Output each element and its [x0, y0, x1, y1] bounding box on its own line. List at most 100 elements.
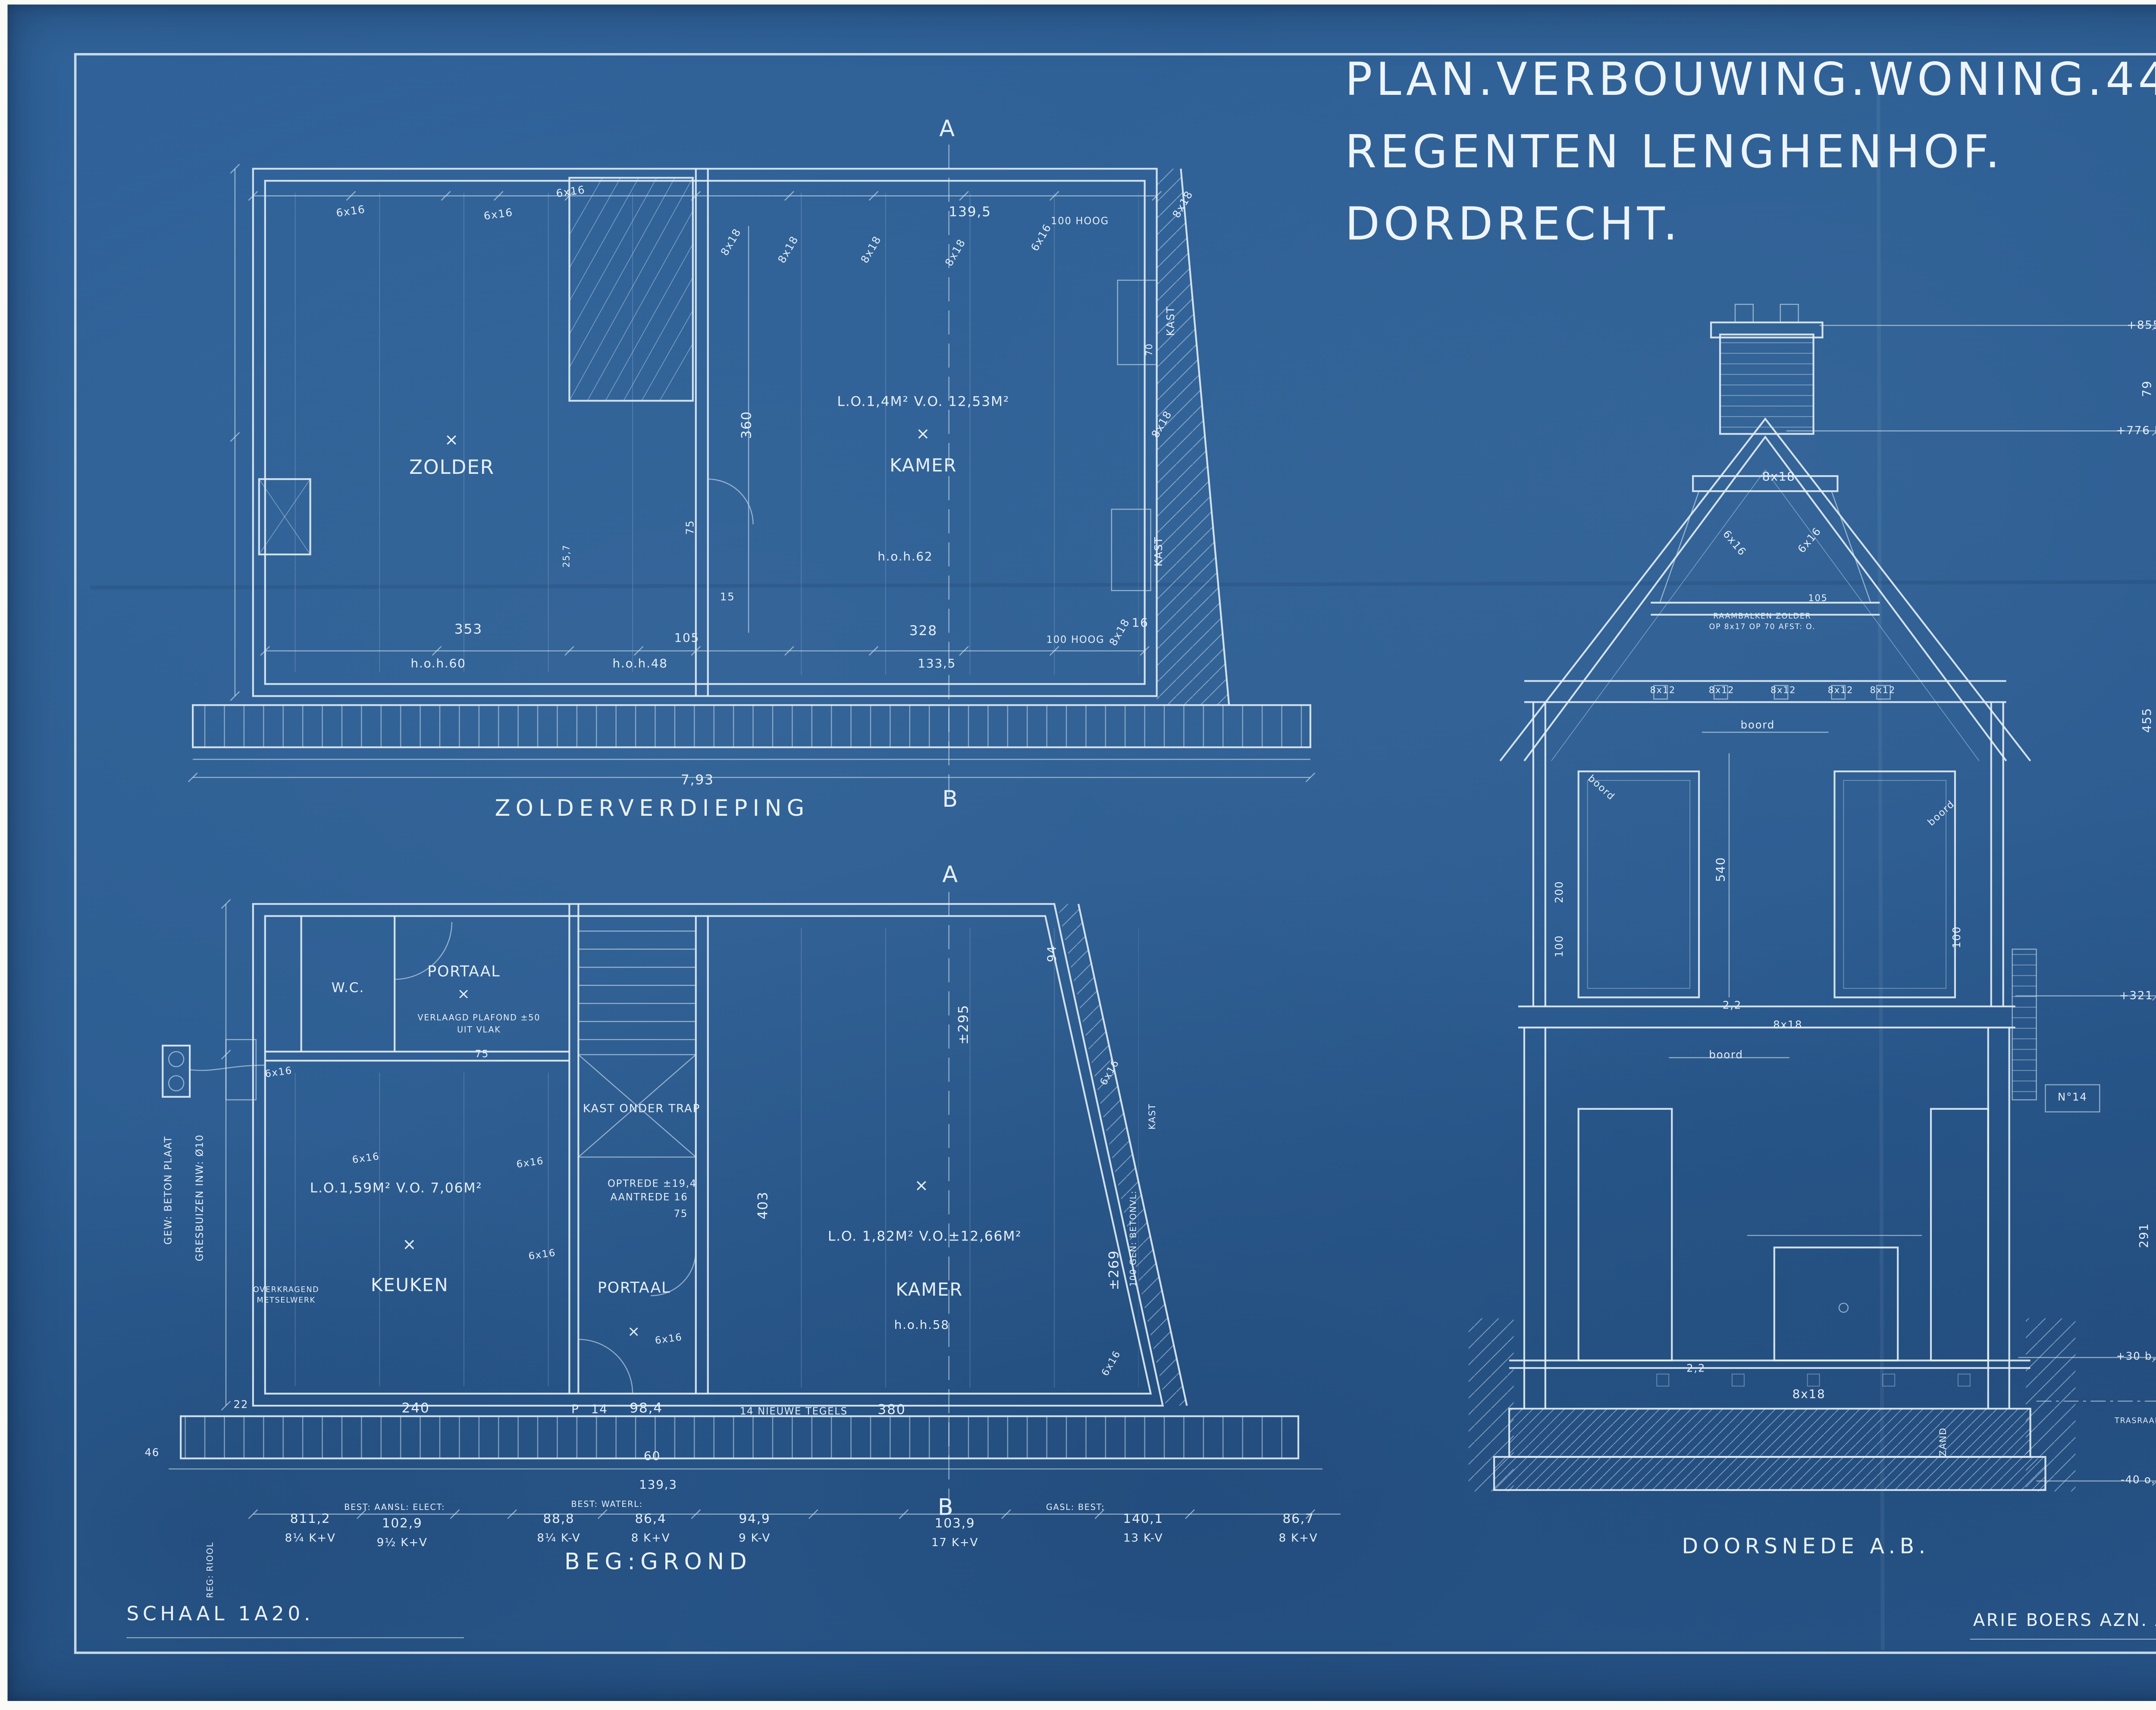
ground-label: OPTREDE ±19,4	[608, 1178, 697, 1190]
attic-label: KAST	[1165, 306, 1177, 336]
section-label: +321 b.k.vloer	[2119, 989, 2156, 1002]
room-label-keuken: KEUKEN	[370, 1275, 449, 1296]
overall-dimension: 7,93	[680, 774, 714, 789]
attic-label: ×	[444, 430, 459, 450]
attic-label: ×	[916, 424, 931, 444]
section-label: +776 b.k. nok	[2116, 423, 2156, 438]
attic-label: h.o.h.62	[877, 550, 933, 564]
room-label-portaal-top: PORTAAL	[427, 964, 501, 981]
ground-label: 102,9	[382, 1516, 423, 1532]
ground-label: P	[571, 1403, 580, 1416]
ground-label: 94,9	[739, 1512, 771, 1528]
attic-label: 105	[674, 631, 700, 645]
caption-attic-plan: ZOLDERVERDIEPING	[495, 795, 810, 822]
title-line-2: REGENTEN LENGHENHOF.	[1345, 126, 2004, 179]
section-label: 8x18	[1773, 1019, 1803, 1031]
section-label: boord	[1709, 1049, 1743, 1062]
ground-label: KAST	[1147, 1103, 1159, 1130]
ground-label: GRESBUIZEN INW: Ø10	[194, 1134, 206, 1262]
room-label-zolder: ZOLDER	[409, 457, 495, 480]
ground-label: BEST: AANSL: ELECT:	[344, 1504, 445, 1513]
section-label: 8x12	[1770, 685, 1796, 696]
ground-label: BEST: WATERL:	[571, 1501, 643, 1510]
ground-label: h.o.h.58	[894, 1318, 950, 1332]
ground-label: 403	[757, 1191, 772, 1220]
ground-label: 86,7	[1282, 1512, 1314, 1528]
title-line-3: DORDRECHT.	[1345, 199, 1682, 252]
ground-label: 9½ K+V	[376, 1535, 428, 1550]
section-label: 79	[2140, 380, 2154, 398]
ground-label: 8 K+V	[1279, 1531, 1318, 1545]
ground-label: UIT VLAK	[457, 1026, 501, 1036]
ground-label: 75	[674, 1208, 688, 1220]
ground-label: 9 K-V	[738, 1531, 771, 1545]
section-label: +855 b.k. schoorst:	[2127, 318, 2156, 332]
section-label: 8x12	[1650, 685, 1676, 696]
section-label: N°14	[2058, 1091, 2087, 1104]
section-label: 291	[2137, 1223, 2151, 1248]
ground-label: ×	[457, 987, 471, 1004]
attic-label: 75	[684, 520, 697, 535]
attic-label: 139,5	[949, 205, 991, 221]
ground-label: 140,1	[1123, 1512, 1164, 1528]
ground-label: GASL: BEST:	[1046, 1504, 1105, 1513]
ground-label: 14	[591, 1403, 608, 1416]
ground-label: 88,8	[543, 1512, 575, 1528]
attic-label: h.o.h.48	[612, 657, 668, 670]
caption-section: DOORSNEDE A.B.	[1682, 1535, 1930, 1560]
section-marker-b: B	[942, 786, 959, 813]
section-label: RAAMBALKEN ZOLDER	[1713, 612, 1811, 622]
ground-label: 8¼ K-V	[537, 1531, 581, 1545]
section-label: 540	[1714, 856, 1728, 882]
ground-label: 75	[475, 1048, 489, 1061]
area-label: L.O.1,4M² V.O. 12,53M²	[837, 395, 1010, 411]
attic-label: 328	[909, 624, 937, 640]
ground-label: ×	[914, 1176, 929, 1196]
ground-label: 46	[144, 1447, 160, 1459]
section-label: 8x12	[1827, 685, 1854, 696]
section-marker-a: A	[939, 115, 956, 143]
attic-label: 100 HOOG	[1050, 215, 1109, 227]
section-label: 2,2	[1686, 1362, 1706, 1375]
ground-label: 13 K-V	[1123, 1531, 1163, 1545]
ground-label: 86,4	[635, 1512, 667, 1528]
attic-label: 133,5	[918, 657, 956, 670]
scale-note: SCHAAL 1A20.	[126, 1604, 314, 1627]
room-label-portaal: PORTAAL	[597, 1281, 671, 1297]
section-marker-a2: A	[942, 861, 959, 888]
architect-signature: ARIE BOERS AZN. ARCHT: Juni 38	[1973, 1609, 2156, 1631]
section-label: 455	[2140, 707, 2154, 733]
section-label: OP 8x17 OP 70 AFST: O.	[1709, 623, 1816, 632]
section-label: ZAND	[1938, 1427, 1949, 1456]
attic-label: 100 HOOG	[1046, 634, 1105, 646]
area-label: L.O.1,59M² V.O. 7,06M²	[310, 1182, 483, 1197]
ground-label: KAST ONDER TRAP	[583, 1102, 701, 1115]
ground-label: 94	[1045, 945, 1059, 962]
section-label: 100	[1554, 935, 1566, 958]
title-line-1: PLAN.VERBOUWING.WONING.44.45.	[1345, 54, 2156, 107]
ground-label: 8 K+V	[631, 1531, 671, 1545]
ground-label: ×	[627, 1324, 641, 1341]
section-label: 8x12	[1708, 685, 1735, 696]
ground-label: ±295	[957, 1004, 972, 1045]
section-marker-b2: B	[937, 1494, 954, 1521]
area-label: L.O. 1,82M² V.O.±12,66M²	[827, 1230, 1022, 1246]
section-label: 200	[1554, 880, 1566, 903]
caption-ground-plan: BEG:GROND	[564, 1548, 752, 1575]
ground-label: 22	[233, 1399, 249, 1411]
attic-label: h.o.h.60	[411, 657, 466, 670]
section-label: 8x18	[1792, 1387, 1826, 1401]
ground-label: 60	[643, 1449, 661, 1463]
attic-label: 70	[1144, 343, 1156, 356]
ground-label: 8¼ K+V	[285, 1531, 336, 1545]
ground-label: REG: RIOOL	[207, 1541, 216, 1598]
ground-plan-linework	[162, 899, 1341, 1519]
ground-label: 14 NIEUWE TEGELS	[740, 1405, 848, 1418]
section-label: 2,2	[1722, 999, 1742, 1012]
ground-label: 139,3	[639, 1478, 677, 1492]
attic-label: 15	[720, 591, 735, 604]
attic-label: 16	[1131, 616, 1149, 630]
ground-label: 17 K+V	[931, 1535, 979, 1550]
